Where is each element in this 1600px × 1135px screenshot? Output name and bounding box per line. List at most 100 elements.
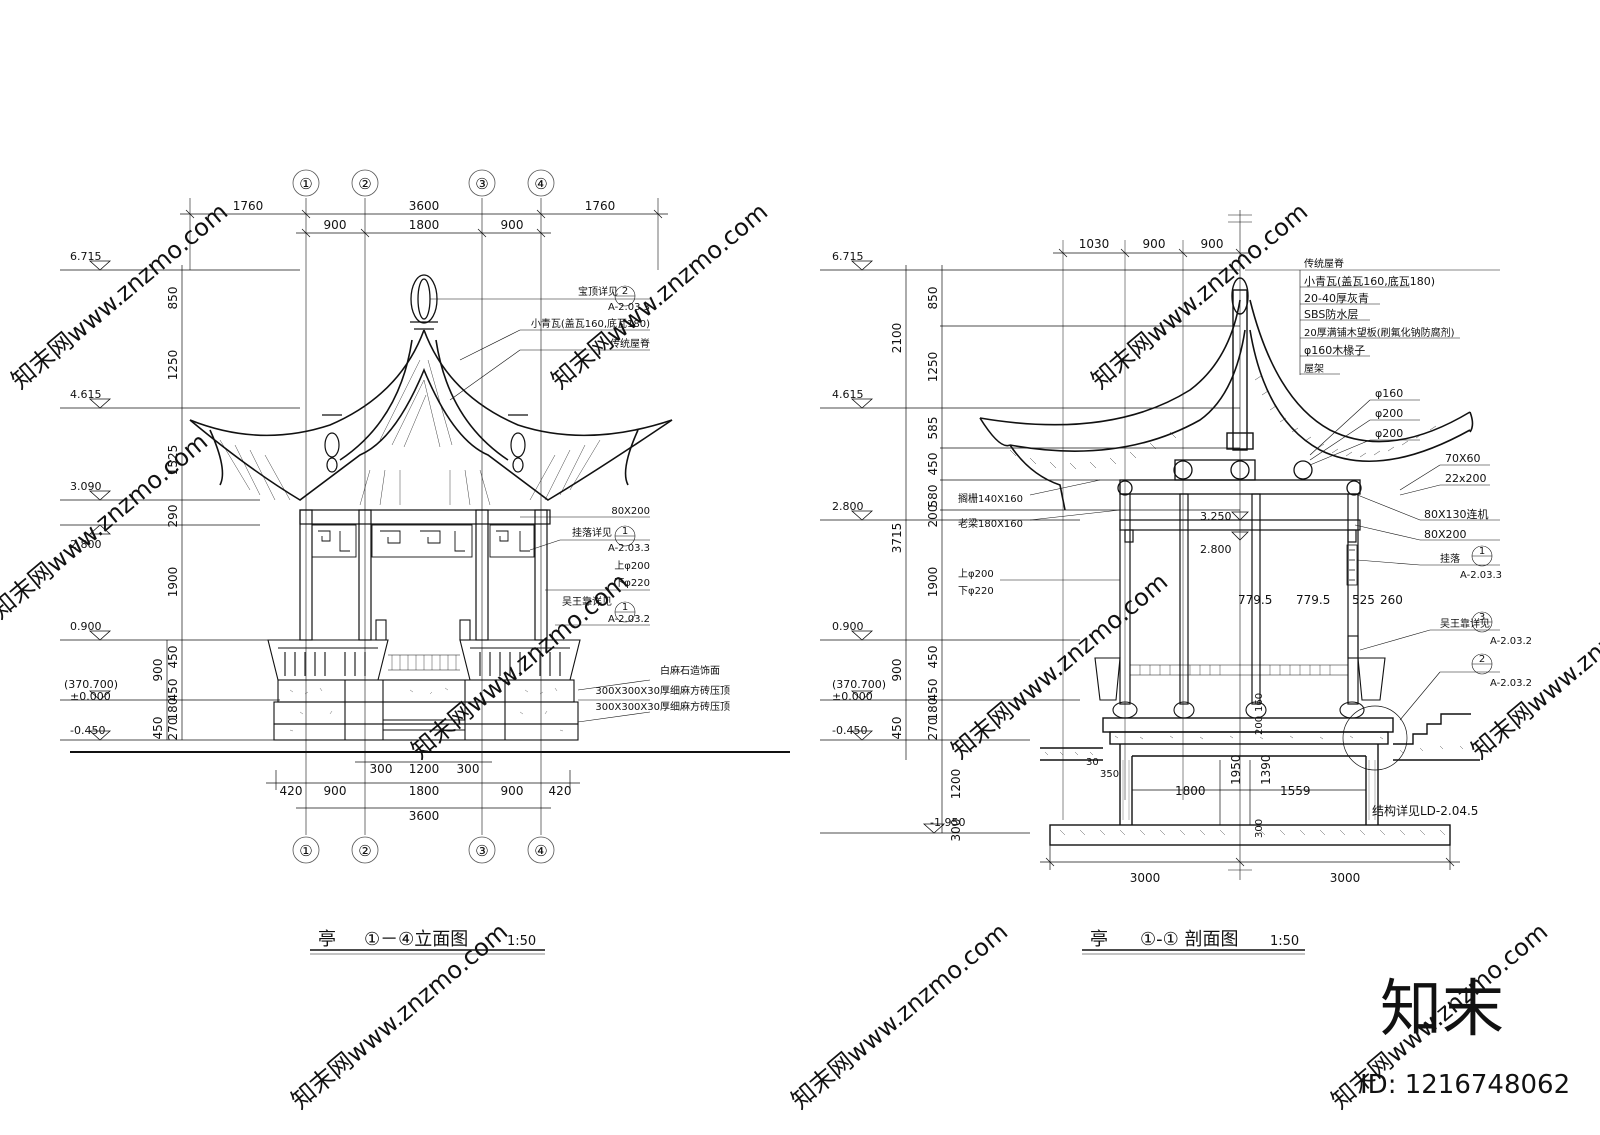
axis-label-3-bottom: ③ xyxy=(475,842,488,860)
dim-text: 300 xyxy=(949,819,963,842)
lattice-hangers xyxy=(311,524,535,558)
left-member-label: 老梁180X160 xyxy=(958,517,1023,530)
roof-finial xyxy=(410,274,438,330)
callout-ref-sheet: A-2.03.2 xyxy=(1490,678,1532,689)
elevation-drawing xyxy=(60,198,790,955)
dim-text: 270 xyxy=(926,718,940,741)
bottom-dimension-lines xyxy=(266,761,580,809)
inner-dim: 260 xyxy=(1380,593,1403,607)
callout-ref-sheet: A-2.03.3 xyxy=(608,543,650,554)
elevation-labels: ① ② ③ ④ ① ② ③ ④ 1760 3600 1760 900 1800 … xyxy=(64,169,730,950)
dim-text: 270 xyxy=(166,718,180,741)
dim-text: 1030 xyxy=(1079,237,1110,251)
dim-text: 900 xyxy=(151,659,165,682)
watermark-text: 知末网www.znzmo.com xyxy=(0,428,213,625)
dim-text: 3600 xyxy=(409,199,440,213)
leader-lines xyxy=(430,285,651,723)
layer-waterproof: SBS防水层 xyxy=(1304,307,1358,321)
dim-text: 450 xyxy=(926,679,940,702)
axis-label-1: ① xyxy=(299,175,312,193)
level-label: -0.450 xyxy=(832,724,867,737)
dim-text: 300 xyxy=(457,762,480,776)
layer-mortar: 20-40厚灰青 xyxy=(1304,291,1369,305)
inner-dim: 300 xyxy=(1254,819,1265,838)
inner-dim: 200 xyxy=(1254,716,1265,735)
dim-text: 1900 xyxy=(926,567,940,598)
dim-text: 1525 xyxy=(166,445,180,476)
axis-grid-lines xyxy=(189,198,659,835)
member-label: 80X200 xyxy=(1424,528,1467,541)
left-member-label: 上φ200 xyxy=(958,568,994,580)
section-foundation xyxy=(1040,713,1480,846)
dim-text: 180 xyxy=(166,698,180,721)
inner-dim: 30 xyxy=(1086,757,1099,768)
dim-text: 450 xyxy=(151,717,165,740)
section-leader-lines xyxy=(1000,269,1500,721)
callout-col-bot: 下φ220 xyxy=(614,578,650,589)
level-label: (370.700) xyxy=(832,678,886,691)
axis-label-4: ④ xyxy=(534,175,547,193)
member-label: φ160 xyxy=(1375,387,1403,400)
inner-dim: 350 xyxy=(1100,769,1119,780)
inner-dim: 1559 xyxy=(1280,784,1311,798)
callout-ref-sheet: A-2.03.3 xyxy=(608,302,650,313)
dim-text: 1200 xyxy=(409,762,440,776)
level-label: 2.800 xyxy=(70,538,102,551)
member-label: 70X60 xyxy=(1445,452,1481,465)
watermark-text: 知末网www.znzmo.com xyxy=(1466,568,1600,765)
callout-ref-num: 3 xyxy=(1479,612,1485,623)
dim-text: 1900 xyxy=(166,567,180,598)
level-label: 0.900 xyxy=(832,620,864,633)
level-label: 4.615 xyxy=(832,388,864,401)
watermark-text: 知末网www.znzmo.com xyxy=(786,918,1013,1115)
section-title: ①-① 剖面图 xyxy=(1140,929,1239,950)
level-label: 2.800 xyxy=(832,500,864,513)
axis-label-3: ③ xyxy=(475,175,488,193)
callout-ref-num: 2 xyxy=(622,286,628,297)
dim-text: 1760 xyxy=(233,199,264,213)
member-label: 80X130连机 xyxy=(1424,507,1489,521)
dim-text: 420 xyxy=(280,784,303,798)
dim-text: 420 xyxy=(549,784,572,798)
dim-text: 3000 xyxy=(1130,871,1161,885)
purlins xyxy=(1117,459,1362,496)
callout-ref-num: 2 xyxy=(1479,654,1485,665)
dim-text: 450 xyxy=(890,717,904,740)
dim-text: 1250 xyxy=(926,352,940,383)
callout-ref-sheet: A-2.03.3 xyxy=(1460,570,1502,581)
dim-text: 900 xyxy=(501,218,524,232)
ridge-ornaments xyxy=(322,414,528,473)
level-label: 4.615 xyxy=(70,388,102,401)
level-label: -0.450 xyxy=(70,724,105,737)
axis-label-2-bottom: ② xyxy=(358,842,371,860)
inner-dim: 1800 xyxy=(1175,784,1206,798)
inner-dim: 160 xyxy=(1254,693,1265,712)
inner-level-label: 2.800 xyxy=(1200,543,1232,556)
section-lattice-label: 挂落 xyxy=(1440,552,1460,565)
dim-text: 1760 xyxy=(585,199,616,213)
drawing-title: ①－④立面图 xyxy=(364,929,468,950)
section-roof-tile-hatch xyxy=(1009,375,1437,470)
member-label: 22x200 xyxy=(1445,472,1487,485)
dim-text: 1800 xyxy=(409,784,440,798)
dim-text: 180 xyxy=(926,698,940,721)
callout-stone3: 300X300X30厚细麻方砖压顶 xyxy=(595,700,730,713)
section-title-prefix: 亭 xyxy=(1090,929,1108,950)
section-lattice xyxy=(1346,544,1358,586)
section-left-dimensions xyxy=(820,265,1240,834)
level-label: 6.715 xyxy=(70,250,102,263)
detail-circle xyxy=(1342,705,1408,771)
dim-text: 900 xyxy=(890,659,904,682)
inner-dim: 525 xyxy=(1352,593,1375,607)
level-label: ±0.000 xyxy=(832,690,873,703)
watermark-text: 知末网www.znzmo.com xyxy=(1086,198,1313,395)
lintel-beam xyxy=(299,509,551,525)
callout-ref-num: 1 xyxy=(1479,546,1485,557)
section-bench-label: 吴王靠详见 xyxy=(1440,617,1490,630)
dim-text: 450 xyxy=(166,646,180,669)
section-bottom-dimensions xyxy=(1040,760,1460,870)
dim-text: 290 xyxy=(166,505,180,528)
callout-col-top: 上φ200 xyxy=(614,560,650,572)
section-level-markers xyxy=(850,260,1249,834)
